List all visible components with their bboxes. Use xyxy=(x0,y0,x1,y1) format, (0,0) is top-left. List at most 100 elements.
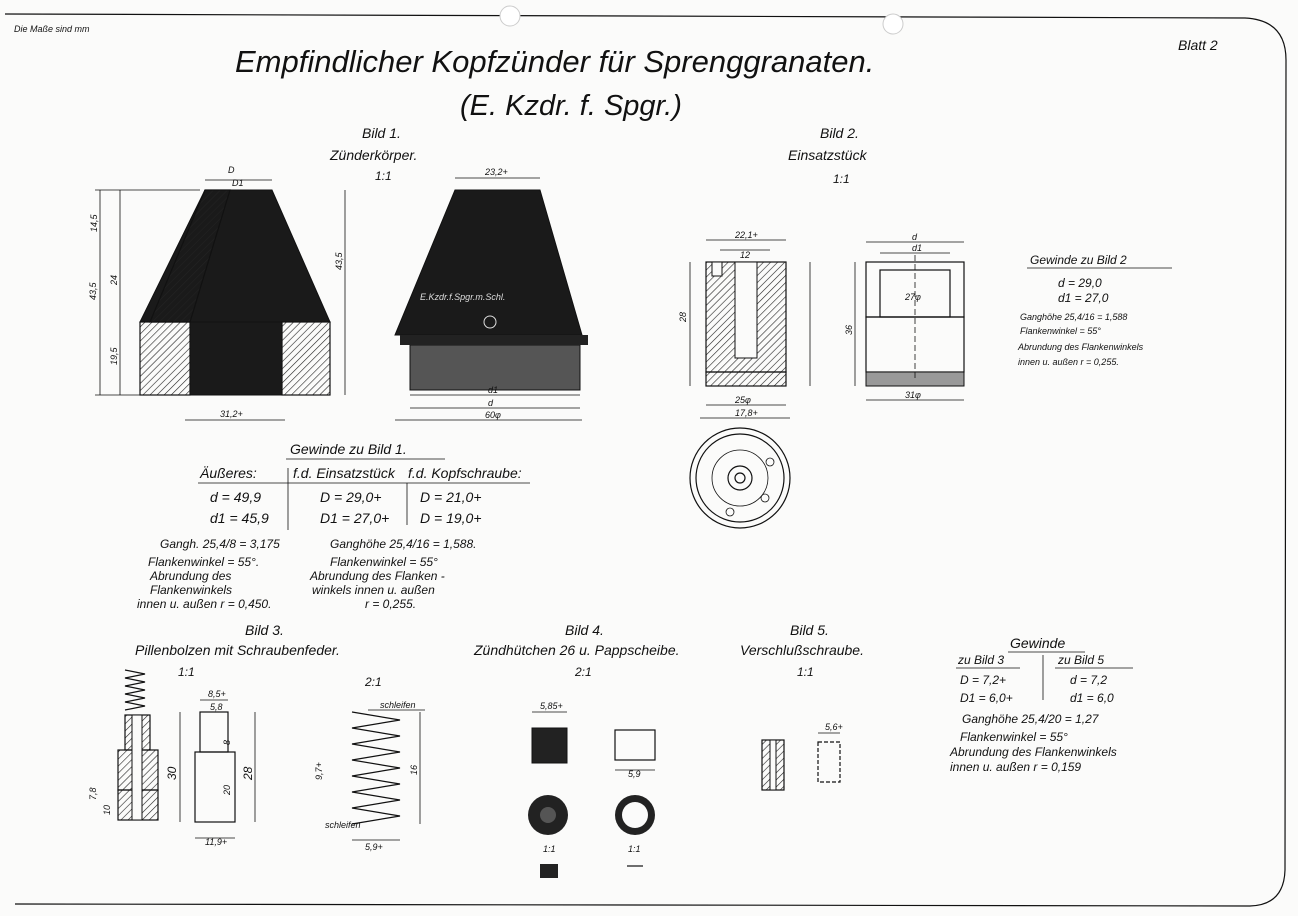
dim: 31φ xyxy=(905,390,921,400)
bild1-scale: 1:1 xyxy=(375,169,392,183)
fuse-body-exterior: E.Kzdr.f.Spgr.m.Schl. 23,2+ d1 d 60φ xyxy=(394,167,588,421)
col-header: zu Bild 3 xyxy=(957,653,1004,667)
col-header: Äußeres: xyxy=(199,465,257,481)
dim: 11,9+ xyxy=(205,837,227,847)
dim: 9,7+ xyxy=(314,762,324,780)
note: 1:1 xyxy=(543,844,556,854)
bild5-name: Verschlußschraube. xyxy=(740,642,864,658)
insert-section: 22,1+ 12 25φ 17,8+ 28 xyxy=(678,230,811,419)
dim: 8 xyxy=(222,740,232,745)
note: d1 = 27,0 xyxy=(1058,291,1109,305)
dim: 5,6+ xyxy=(825,722,843,732)
col-header: f.d. Kopfschraube: xyxy=(408,465,522,481)
cell: d = 7,2 xyxy=(1070,673,1107,687)
heading: Gewinde zu Bild 1. xyxy=(290,441,407,457)
note: Flankenwinkel = 55° xyxy=(960,730,1068,744)
units-note: Die Maße sind mm xyxy=(14,24,90,34)
note: r = 0,255. xyxy=(365,597,416,611)
engraving: E.Kzdr.f.Spgr.m.Schl. xyxy=(420,292,505,302)
note: schleifen xyxy=(380,700,416,710)
note: innen u. außen r = 0,450. xyxy=(137,597,271,611)
dim-D: D xyxy=(228,165,235,175)
dim: 5,9 xyxy=(628,769,641,779)
dim: 28 xyxy=(678,312,688,323)
thread-table-bild1: Gewinde zu Bild 1. Äußeres: f.d. Einsatz… xyxy=(137,441,530,611)
col-header: f.d. Einsatzstück xyxy=(293,465,396,481)
dim-d: d xyxy=(488,398,494,408)
col-header: zu Bild 5 xyxy=(1057,653,1104,667)
note: schleifen xyxy=(325,820,361,830)
dim: d1 xyxy=(912,243,922,253)
dim: 12 xyxy=(740,250,750,260)
note: Abrundung des xyxy=(149,569,231,583)
note: innen u. außen r = 0,159 xyxy=(950,760,1081,774)
dim-D1: D1 xyxy=(232,178,244,188)
dim: 10 xyxy=(102,805,112,815)
dim: 8,5+ xyxy=(208,689,226,699)
cell: d = 49,9 xyxy=(210,489,261,505)
note: Abrundung des Flanken - xyxy=(309,569,445,583)
fuse-body-section: D D1 31,2+ 43,5 24 14,5 19,5 43,5 xyxy=(88,165,346,421)
note: 1:1 xyxy=(628,844,641,854)
bild3-scale2: 2:1 xyxy=(364,675,382,689)
dim-h3: 24 xyxy=(109,275,119,286)
insert-view: d d1 27φ 31φ 36 xyxy=(844,232,965,401)
dim-top: 23,2+ xyxy=(484,167,508,177)
dim: 28 xyxy=(241,766,255,781)
closing-screw-drawing: 5,6+ xyxy=(761,722,843,791)
cell: D = 7,2+ xyxy=(960,673,1006,687)
dim: 5,85+ xyxy=(540,701,563,711)
note: Ganghöhe 25,4/16 = 1,588 xyxy=(1020,312,1127,322)
primer-cap-drawing: 5,85+ 5,9 1:1 1:1 xyxy=(528,701,656,878)
dim: 27φ xyxy=(904,292,921,302)
dim-base: 60φ xyxy=(485,410,501,420)
dim: 16 xyxy=(409,765,419,775)
heading: Gewinde xyxy=(1010,635,1065,651)
note: Abrundung des Flankenwinkels xyxy=(949,745,1117,759)
punch-hole xyxy=(882,13,904,35)
bild5-scale: 1:1 xyxy=(797,665,814,679)
bild2-label: Bild 2. xyxy=(820,125,859,141)
bild4-label: Bild 4. xyxy=(565,622,604,638)
dim: 25φ xyxy=(734,395,751,405)
cell: D1 = 6,0+ xyxy=(960,691,1013,705)
dim: 36 xyxy=(844,325,854,335)
sheet-number: Blatt 2 xyxy=(1178,37,1218,53)
cell: d1 = 6,0 xyxy=(1070,691,1114,705)
bild5-label: Bild 5. xyxy=(790,622,829,638)
cell: d1 = 45,9 xyxy=(210,510,269,526)
note: Flankenwinkels xyxy=(150,583,232,597)
cell: D = 21,0+ xyxy=(420,489,482,505)
bild3-label: Bild 3. xyxy=(245,622,284,638)
note: Flankenwinkel = 55° xyxy=(1020,326,1101,336)
note: Ganghöhe 25,4/20 = 1,27 xyxy=(962,712,1100,726)
dim-h5: 19,5 xyxy=(109,346,119,365)
sheet-border xyxy=(4,13,1287,907)
dim-h1: 43,5 xyxy=(88,281,98,300)
dim: 22,1+ xyxy=(734,230,758,240)
heading: Gewinde zu Bild 2 xyxy=(1030,253,1127,267)
bild2-scale: 1:1 xyxy=(833,172,850,186)
spring-drawing: schleifen schleifen 16 9,7+ 5,9+ xyxy=(314,700,425,852)
bild2-name: Einsatzstück xyxy=(788,147,868,163)
insert-top-view xyxy=(689,427,791,529)
cell: D = 29,0+ xyxy=(320,489,382,505)
bild4-name: Zündhütchen 26 u. Pappscheibe. xyxy=(473,642,680,658)
bild3-scale: 1:1 xyxy=(178,665,195,679)
drawing-title: Empfindlicher Kopfzünder für Sprenggrana… xyxy=(235,44,874,79)
bild4-scale: 2:1 xyxy=(574,665,592,679)
dim: 30 xyxy=(165,766,179,780)
bild1-name: Zünderkörper. xyxy=(329,147,417,163)
firing-pin-section: 8,5+ 5,8 30 28 20 8 7,8 10 11,9+ xyxy=(88,669,256,847)
bild3-name: Pillenbolzen mit Schraubenfeder. xyxy=(135,642,340,658)
note: winkels innen u. außen xyxy=(312,583,435,597)
dim-d1: d1 xyxy=(488,385,498,395)
dim-h4: 14,5 xyxy=(89,213,99,232)
note: Gangh. 25,4/8 = 3,175 xyxy=(160,537,280,551)
thread-table-bild3-5: Gewinde zu Bild 3 zu Bild 5 D = 7,2+ d =… xyxy=(949,635,1133,774)
cell: D = 19,0+ xyxy=(420,510,482,526)
note: Flankenwinkel = 55°. xyxy=(148,555,259,569)
dim: 5,9+ xyxy=(365,842,383,852)
